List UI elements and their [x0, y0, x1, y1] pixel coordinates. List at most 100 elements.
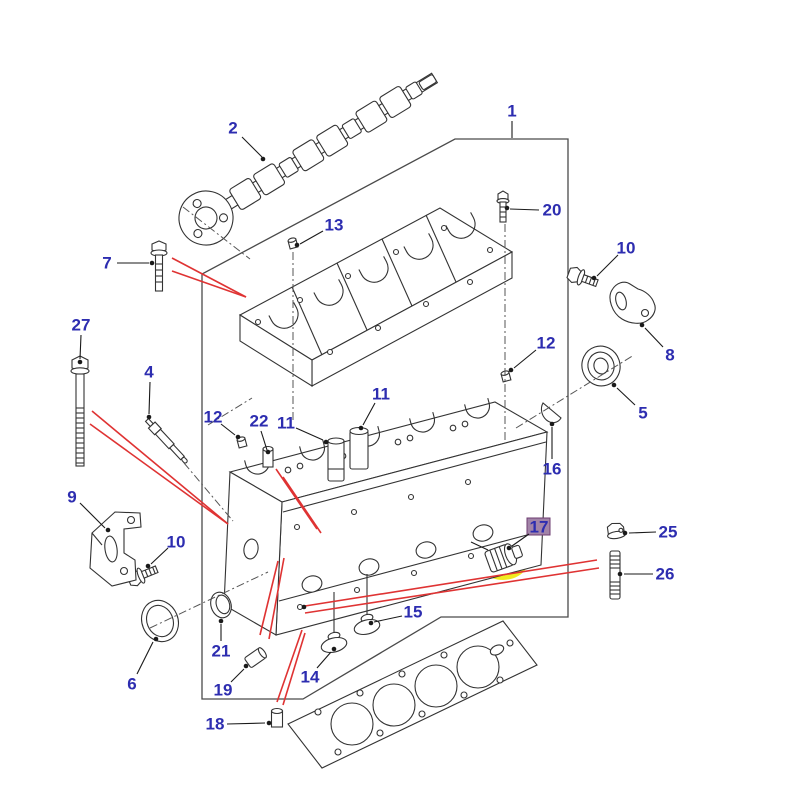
leader-dot-17 [506, 545, 512, 551]
callout-label-11b[interactable]: 11 [372, 385, 390, 404]
pointer-dot-0 [301, 604, 307, 610]
leader-dot-20 [504, 205, 510, 211]
red-pointer-layer [89, 257, 600, 706]
leader-line-4 [148, 381, 151, 415]
leader-line-2 [241, 136, 263, 158]
bracket-drawing-8 [609, 281, 656, 324]
callout-label-26[interactable]: 26 [656, 565, 675, 584]
callout-label-25[interactable]: 25 [659, 523, 678, 542]
leader-line-12l [220, 423, 236, 436]
leader-dot-10r [591, 275, 597, 281]
leader-dot-25 [622, 530, 628, 536]
leader-line-25 [628, 531, 657, 534]
callout-label-11a[interactable]: 11 [277, 414, 295, 433]
plug-drawing-22 [262, 445, 274, 468]
part-drawings [70, 72, 656, 769]
callout-label-21[interactable]: 21 [212, 642, 231, 661]
callout-label-27[interactable]: 27 [72, 316, 91, 335]
bolt-drawing-20 [496, 190, 510, 223]
oil-plug-drawing-17 [484, 543, 523, 573]
callout-label-2[interactable]: 2 [228, 119, 237, 138]
callout-label-4[interactable]: 4 [144, 363, 154, 382]
oil-seal-drawing-5 [581, 345, 621, 387]
callout-label-15[interactable]: 15 [404, 603, 423, 622]
leader-line-13 [299, 230, 324, 245]
leader-dot-4 [146, 414, 152, 420]
callout-label-5[interactable]: 5 [638, 404, 647, 423]
leader-dot-12l [235, 434, 241, 440]
red-pointer-line-3 [89, 423, 229, 525]
nut-drawing-25 [606, 522, 627, 540]
leader-dot-21 [218, 618, 224, 624]
leader-line-11b [362, 402, 376, 426]
leader-line-27 [79, 334, 82, 360]
red-pointer-line-1 [171, 270, 247, 298]
red-pointer-line-5 [282, 476, 322, 534]
assembly-group-box [201, 138, 569, 700]
callout-label-14[interactable]: 14 [301, 668, 320, 687]
callout-label-1[interactable]: 1 [507, 102, 516, 121]
valve-guide-drawing-11b [349, 426, 369, 470]
leader-line-9 [79, 502, 106, 529]
callout-label-20[interactable]: 20 [543, 201, 562, 220]
cup-plug-drawing-21 [210, 591, 232, 619]
leader-dot-18 [266, 720, 272, 726]
leader-dot-10l [145, 563, 151, 569]
leader-line-14 [316, 651, 332, 669]
leader-line-17 [511, 533, 530, 547]
plug-drawing-12-right [500, 370, 512, 383]
centerline-5 [207, 397, 253, 426]
red-pointer-line-11 [304, 567, 600, 614]
pointer-line-0 [470, 541, 489, 551]
leader-line-12r [513, 349, 537, 369]
leader-line-10r [596, 254, 619, 277]
stud-drawing-26 [609, 550, 621, 600]
leader-dot-19 [243, 663, 249, 669]
callout-label-12l[interactable]: 12 [204, 408, 223, 427]
leader-dot-27 [77, 359, 83, 365]
callout-label-19[interactable]: 19 [214, 681, 233, 700]
leader-dot-22 [265, 449, 271, 455]
camshaft-drawing [178, 72, 439, 246]
callout-label-10l[interactable]: 10 [167, 533, 186, 552]
leader-line-22 [260, 430, 268, 451]
red-pointer-line-8 [276, 629, 303, 703]
callout-label-16[interactable]: 16 [543, 460, 562, 479]
callout-label-10r[interactable]: 10 [617, 239, 636, 258]
leader-line-19 [230, 668, 245, 683]
callout-label-22[interactable]: 22 [250, 412, 269, 431]
callout-label-12r[interactable]: 12 [537, 334, 556, 353]
bolt-drawing-10-right [566, 266, 599, 288]
leader-dot-5 [611, 382, 617, 388]
leader-dot-11a [323, 439, 329, 445]
centerline-2 [149, 571, 269, 629]
leader-line-20 [509, 208, 540, 211]
leader-dot-26 [617, 571, 623, 577]
red-pointer-line-6 [259, 560, 279, 636]
callout-label-13[interactable]: 13 [325, 216, 344, 235]
leader-line-11a [295, 427, 324, 441]
red-pointer-line-7 [268, 557, 285, 640]
leader-dot-16 [549, 421, 555, 427]
cam-carrier-drawing [238, 207, 514, 387]
leader-dot-7 [149, 260, 155, 266]
cylinder-head-drawing [223, 397, 549, 636]
callout-label-17[interactable]: 17 [530, 518, 549, 537]
callout-label-8[interactable]: 8 [665, 346, 674, 365]
oil-seal-drawing-6 [140, 599, 180, 643]
red-pointer-line-0 [171, 257, 247, 298]
leader-line-10l [150, 547, 169, 565]
leader-dot-12r [508, 367, 514, 373]
callout-label-6[interactable]: 6 [127, 675, 136, 694]
centerline-4 [183, 462, 234, 522]
red-pointer-line-4 [275, 468, 318, 530]
callout-17-highlight-box [526, 517, 551, 536]
callout-label-7[interactable]: 7 [102, 254, 111, 273]
callout-label-18[interactable]: 18 [206, 715, 225, 734]
leader-dot-11b [358, 425, 364, 431]
glow-plug-drawing-4 [144, 417, 188, 464]
leader-dot-2 [260, 156, 266, 162]
callout-label-9[interactable]: 9 [67, 488, 76, 507]
